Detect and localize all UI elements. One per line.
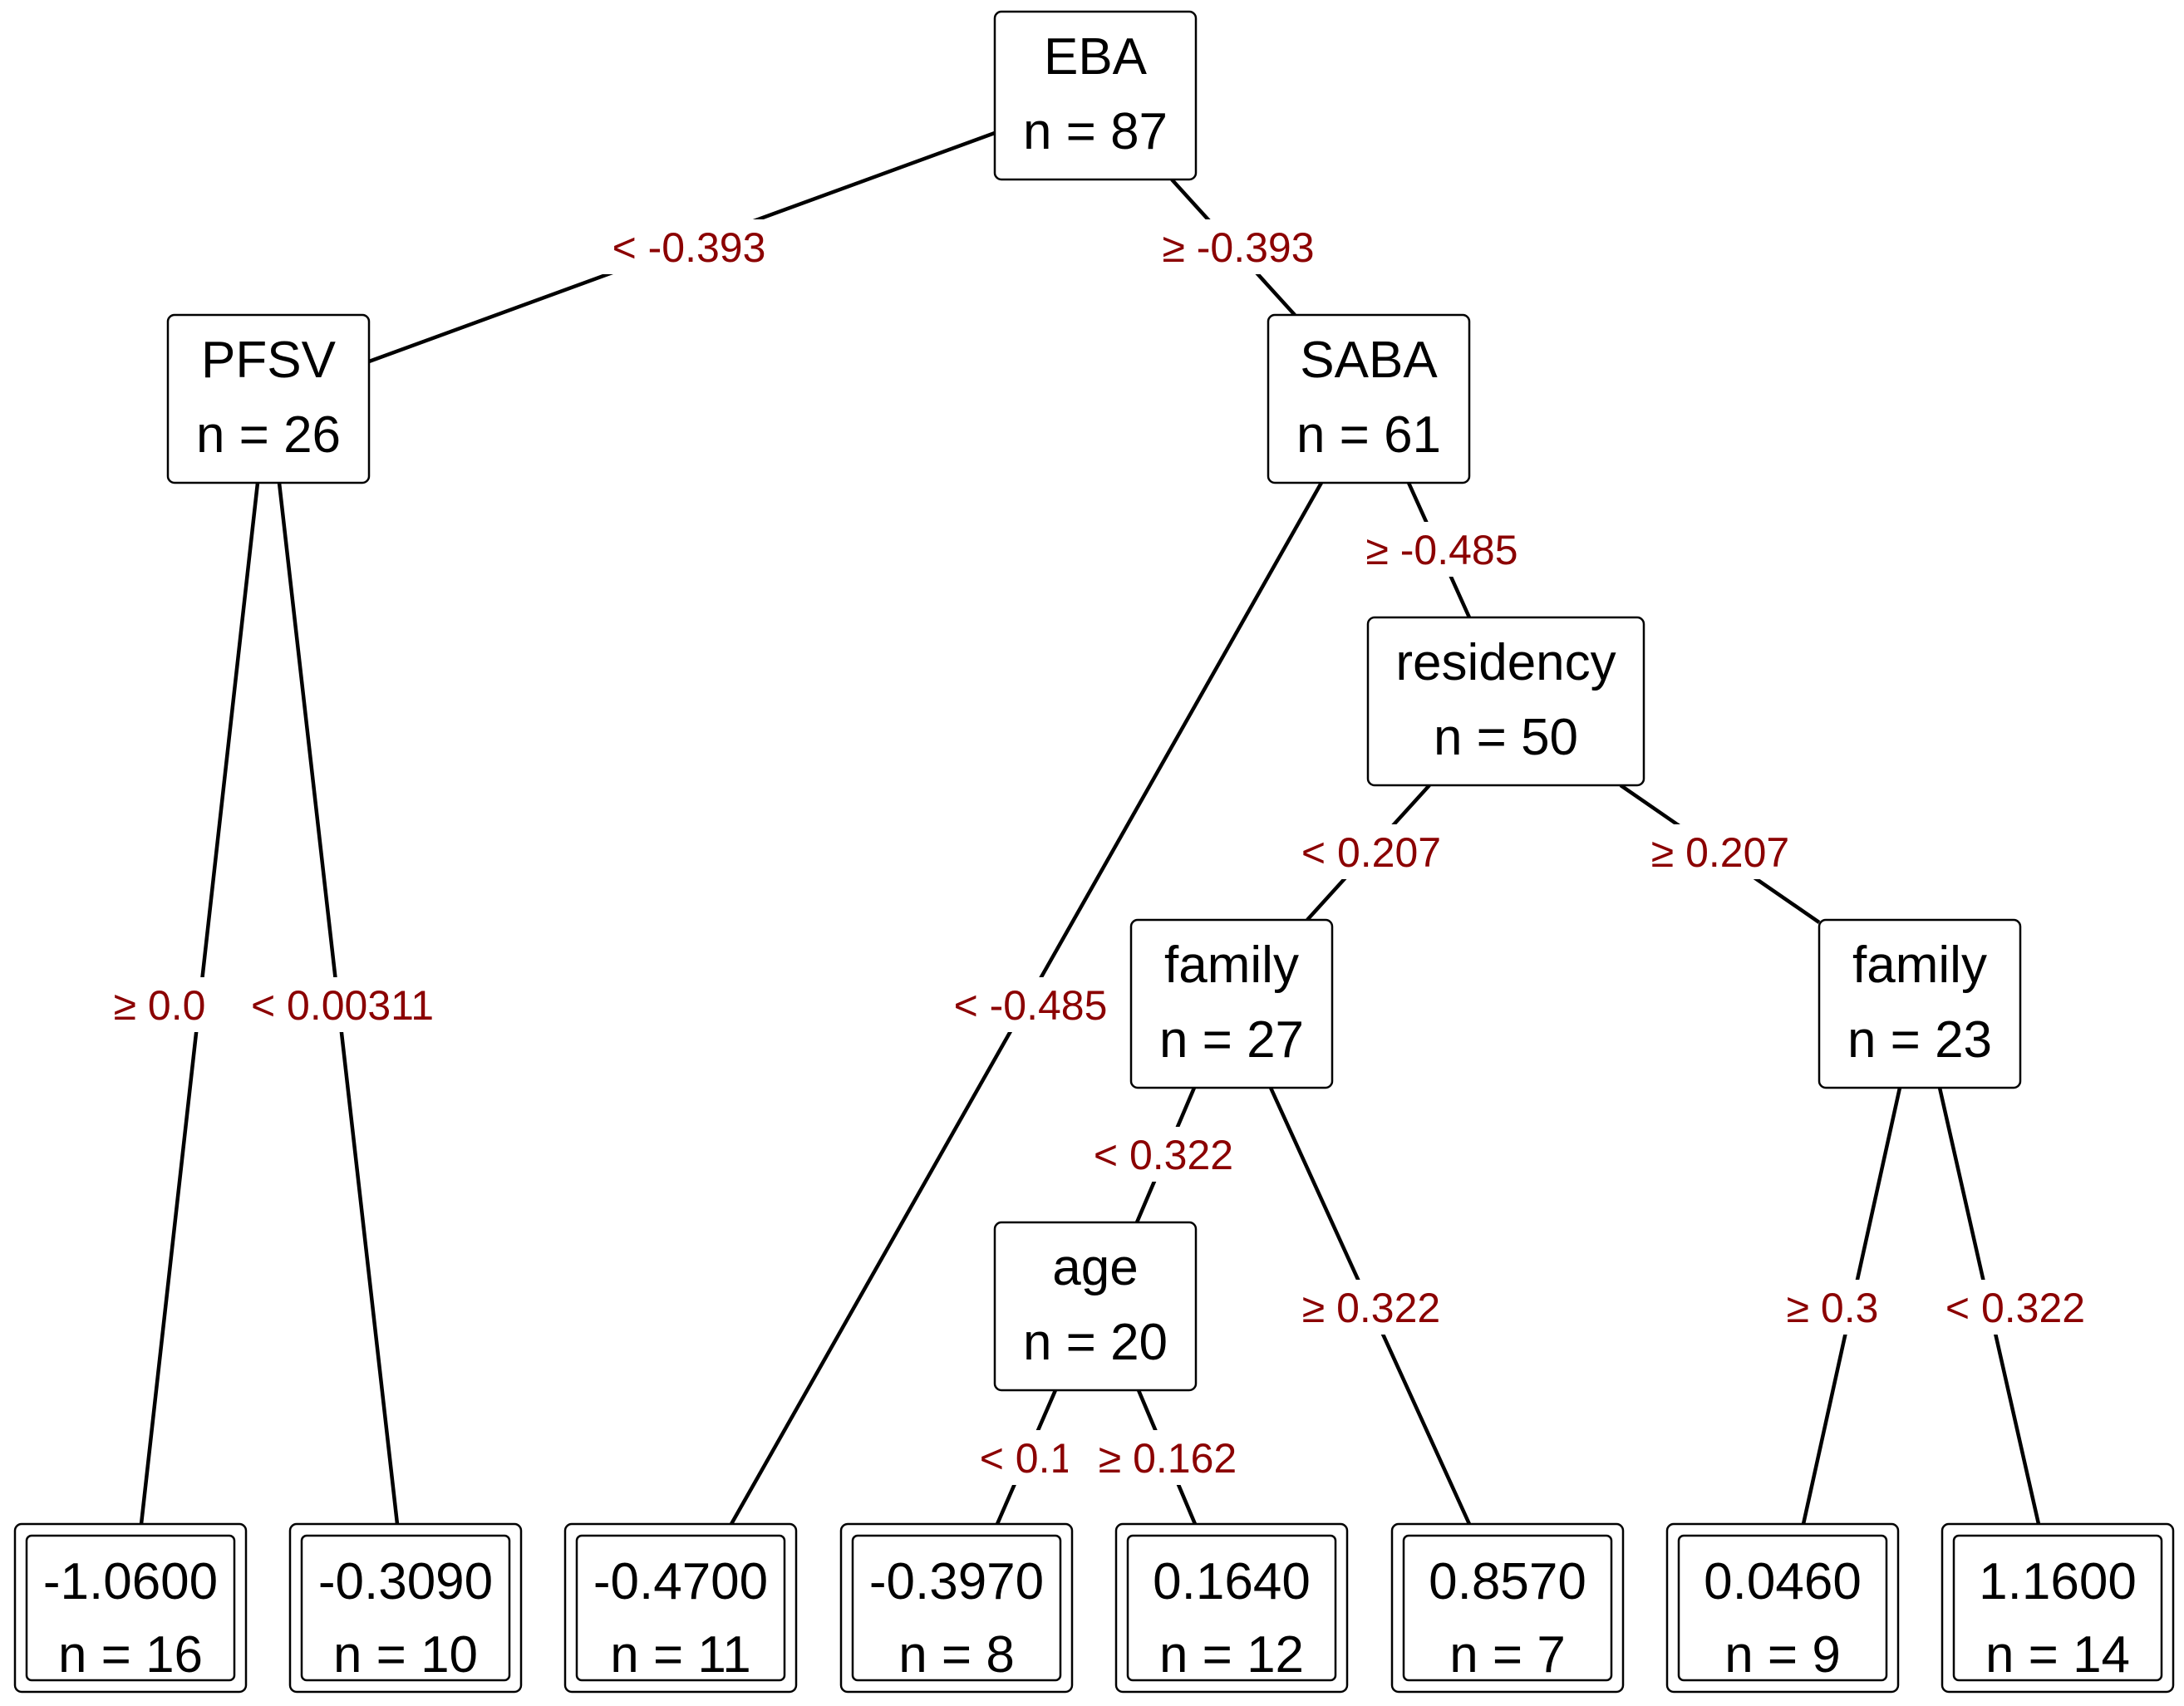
leaf-node-leaf1: -1.0600 n = 16 xyxy=(13,1522,248,1694)
node-sample-count: n = 26 xyxy=(196,406,341,464)
split-node-box xyxy=(993,10,1198,181)
edge-label-background xyxy=(1272,824,1471,879)
edge-label-eba-to-saba: ≥ -0.393 xyxy=(1162,224,1314,271)
split-node-box xyxy=(1129,918,1334,1089)
edge-label-residency-to-family2: ≥ 0.207 xyxy=(1651,829,1789,876)
edge-label-background xyxy=(83,977,236,1032)
edge-label-family1-to-leaf6: ≥ 0.322 xyxy=(1302,1285,1440,1331)
leaf-value: -0.4700 xyxy=(593,1553,768,1610)
split-variable-name: family xyxy=(1852,937,1987,994)
split-variable-name: age xyxy=(1052,1239,1138,1296)
leaf-node-leaf7: 0.0460 n = 9 xyxy=(1665,1522,1900,1694)
edge-label-residency-to-family1: < 0.207 xyxy=(1301,829,1441,876)
node-sample-count: n = 16 xyxy=(58,1626,203,1684)
edge-label-background xyxy=(578,219,800,274)
edge-label-background xyxy=(919,977,1142,1032)
leaf-inner-box xyxy=(1126,1534,1337,1682)
leaf-inner-box xyxy=(25,1534,236,1682)
nodes-layer: EBA n = 87 PFSV n = 26 SABA n = 61 residency n … xyxy=(13,10,2175,1694)
edge-label-background xyxy=(1127,219,1350,274)
node-sample-count: n = 11 xyxy=(610,1626,751,1684)
edge-label-family1-to-age: < 0.322 xyxy=(1094,1132,1233,1178)
leaf-inner-box xyxy=(1677,1534,1888,1682)
leaf-value: -0.3090 xyxy=(318,1553,493,1610)
node-sample-count: n = 61 xyxy=(1296,406,1441,464)
node-sample-count: n = 12 xyxy=(1159,1626,1304,1684)
split-variable-name: SABA xyxy=(1300,332,1438,389)
edge-label-background xyxy=(1064,1127,1263,1182)
split-node-box xyxy=(993,1221,1198,1392)
split-node-pfsv: PFSV n = 26 xyxy=(166,313,371,484)
edge-label-age-to-leaf4: < 0.1 xyxy=(980,1435,1074,1482)
node-sample-count: n = 8 xyxy=(898,1626,1015,1684)
edge-labels-layer: < -0.393 ≥ -0.393 ≥ 0.0 < 0.00311 < -0.485 ≥ … xyxy=(83,219,2115,1485)
edge-label-pfsv-to-leaf1: ≥ 0.0 xyxy=(114,982,206,1029)
edge-label-family2-to-leaf7: ≥ 0.3 xyxy=(1787,1285,1879,1331)
leaf-node-leaf8: 1.1600 n = 14 xyxy=(1941,1522,2175,1694)
edge-label-background xyxy=(1756,1280,1909,1335)
split-variable-name: PFSV xyxy=(201,332,337,389)
edge-label-background xyxy=(1272,1280,1471,1335)
node-sample-count: n = 27 xyxy=(1159,1011,1304,1069)
leaf-node-leaf3: -0.4700 n = 11 xyxy=(563,1522,798,1694)
leaf-inner-box xyxy=(851,1534,1062,1682)
node-sample-count: n = 20 xyxy=(1023,1314,1168,1371)
edge-label-saba-to-residency: ≥ -0.485 xyxy=(1365,527,1517,573)
split-node-residency: residency n = 50 xyxy=(1366,616,1645,787)
split-node-saba: SABA n = 61 xyxy=(1267,313,1471,484)
node-sample-count: n = 14 xyxy=(1985,1626,2130,1684)
node-sample-count: n = 23 xyxy=(1847,1011,1992,1069)
split-variable-name: family xyxy=(1164,937,1299,994)
edge-label-background xyxy=(1916,1280,2115,1335)
edge-label-background xyxy=(219,977,465,1032)
leaf-inner-box xyxy=(1402,1534,1613,1682)
edge-label-eba-to-pfsv: < -0.393 xyxy=(612,224,766,271)
split-node-box xyxy=(1267,313,1471,484)
edge-label-background xyxy=(1621,824,1820,879)
leaf-node-leaf4: -0.3970 n = 8 xyxy=(839,1522,1074,1694)
edge-label-saba-to-leaf3: < -0.485 xyxy=(954,982,1108,1029)
split-node-box xyxy=(1366,616,1645,787)
leaf-value: 0.0460 xyxy=(1704,1553,1862,1610)
node-sample-count: n = 7 xyxy=(1449,1626,1566,1684)
node-sample-count: n = 50 xyxy=(1434,709,1578,766)
leaf-inner-box xyxy=(300,1534,511,1682)
split-node-family1: family n = 27 xyxy=(1129,918,1334,1089)
split-node-box xyxy=(166,313,371,484)
leaf-inner-box xyxy=(1952,1534,2163,1682)
edge-label-pfsv-to-leaf2: < 0.00311 xyxy=(251,982,434,1029)
leaf-value: 1.1600 xyxy=(1979,1553,2137,1610)
edge-label-family2-to-leaf8: < 0.322 xyxy=(1945,1285,2085,1331)
node-sample-count: n = 10 xyxy=(333,1626,478,1684)
node-sample-count: n = 9 xyxy=(1724,1626,1841,1684)
leaf-value: -0.3970 xyxy=(869,1553,1044,1610)
split-node-age: age n = 20 xyxy=(993,1221,1198,1392)
leaf-value: -1.0600 xyxy=(43,1553,218,1610)
leaf-inner-box xyxy=(575,1534,786,1682)
leaf-value: 0.1640 xyxy=(1153,1553,1311,1610)
split-variable-name: residency xyxy=(1395,634,1616,691)
split-variable-name: EBA xyxy=(1044,28,1148,86)
split-node-eba: EBA n = 87 xyxy=(993,10,1198,181)
leaf-node-leaf5: 0.1640 n = 12 xyxy=(1114,1522,1349,1694)
edge-label-background xyxy=(1331,522,1553,577)
node-sample-count: n = 87 xyxy=(1023,103,1168,160)
leaf-node-leaf6: 0.8570 n = 7 xyxy=(1390,1522,1625,1694)
edge-label-background xyxy=(1068,1430,1267,1485)
edge-label-age-to-leaf5: ≥ 0.162 xyxy=(1099,1435,1237,1482)
split-node-box xyxy=(1818,918,2022,1089)
leaf-value: 0.8570 xyxy=(1429,1553,1586,1610)
split-node-family2: family n = 23 xyxy=(1818,918,2022,1089)
leaf-node-leaf2: -0.3090 n = 10 xyxy=(288,1522,523,1694)
